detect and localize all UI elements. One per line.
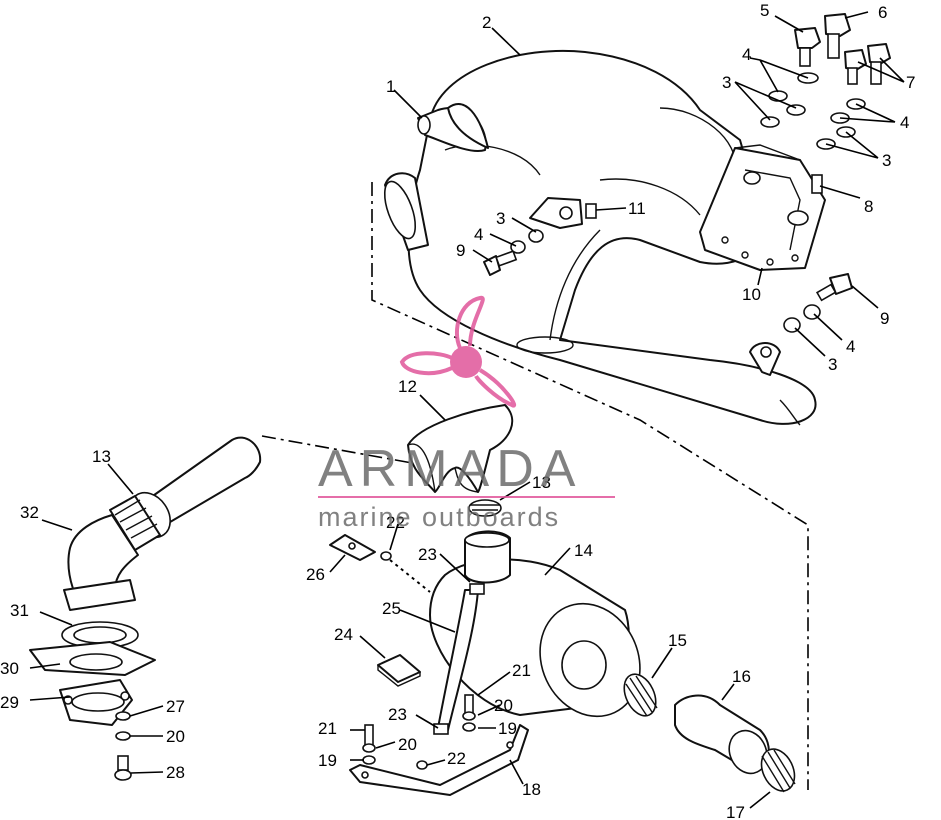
label-17: 17	[726, 803, 745, 820]
label-14: 14	[574, 541, 593, 560]
label-7: 7	[906, 73, 915, 92]
label-20a: 20	[166, 727, 185, 746]
label-16: 16	[732, 667, 751, 686]
propeller-logo	[399, 295, 517, 408]
assembly-line	[371, 182, 809, 790]
label-21b: 21	[318, 719, 337, 738]
label-10: 10	[742, 285, 761, 304]
label-12: 12	[398, 377, 417, 396]
label-3a: 3	[722, 73, 731, 92]
label-1: 1	[386, 77, 395, 96]
label-19b: 19	[318, 751, 337, 770]
muffler-clamp	[468, 499, 502, 517]
label-32: 32	[20, 503, 39, 522]
label-22b: 22	[447, 749, 466, 768]
expansion-chamber	[383, 49, 817, 426]
assembly-line-2	[261, 435, 441, 469]
label-4d: 4	[846, 337, 855, 356]
label-26: 26	[306, 565, 325, 584]
label-23a: 23	[418, 545, 437, 564]
muffler-strap	[433, 583, 485, 735]
label-20b: 20	[494, 696, 513, 715]
label-15: 15	[668, 631, 687, 650]
label-8: 8	[864, 197, 873, 216]
flange-hardware	[114, 711, 132, 781]
label-19a: 19	[498, 719, 517, 738]
label-3d: 3	[828, 355, 837, 374]
label-18: 18	[522, 780, 541, 799]
rubber-pad	[377, 654, 421, 687]
label-28: 28	[166, 763, 185, 782]
label-30: 30	[0, 659, 19, 678]
label-11: 11	[628, 199, 646, 218]
watermark-brand: ARMADA	[318, 440, 582, 498]
watermark: ARMADA marine outboards	[318, 295, 615, 532]
label-9a: 9	[456, 241, 465, 260]
label-4c: 4	[474, 225, 483, 244]
label-3b: 3	[882, 151, 891, 170]
label-29: 29	[0, 693, 19, 712]
inlet-fitting	[417, 103, 489, 152]
muffler	[429, 530, 641, 718]
label-24: 24	[334, 625, 353, 644]
label-13b: 13	[532, 473, 551, 492]
label-23b: 23	[388, 705, 407, 724]
label-31: 31	[10, 601, 29, 620]
label-4a: 4	[742, 45, 751, 64]
mounting-tab	[529, 197, 597, 229]
label-4b: 4	[900, 113, 909, 132]
label-5: 5	[760, 1, 769, 20]
mount-bracket	[349, 694, 529, 796]
label-3c: 3	[496, 209, 505, 228]
label-22a: 22	[386, 513, 405, 532]
label-25: 25	[382, 599, 401, 618]
label-21a: 21	[512, 661, 531, 680]
label-6: 6	[878, 3, 887, 22]
muffler-tube	[109, 436, 262, 551]
label-13a: 13	[92, 447, 111, 466]
label-20c: 20	[398, 735, 417, 754]
leader-lines	[29, 11, 905, 809]
tail-pipe-assembly	[623, 673, 796, 793]
label-2: 2	[482, 13, 491, 32]
manifold-flange	[699, 144, 826, 271]
elbow-assembly	[29, 514, 156, 726]
label-27: 27	[166, 697, 185, 716]
bracket	[329, 534, 431, 593]
watermark-tagline: marine outboards	[318, 502, 560, 532]
part-labels: 1 2 5 6 7 4 3 4 3 8 10 11 3 4 9 9 4 3 12…	[0, 1, 915, 820]
y-pipe	[407, 404, 514, 493]
label-9b: 9	[880, 309, 889, 328]
